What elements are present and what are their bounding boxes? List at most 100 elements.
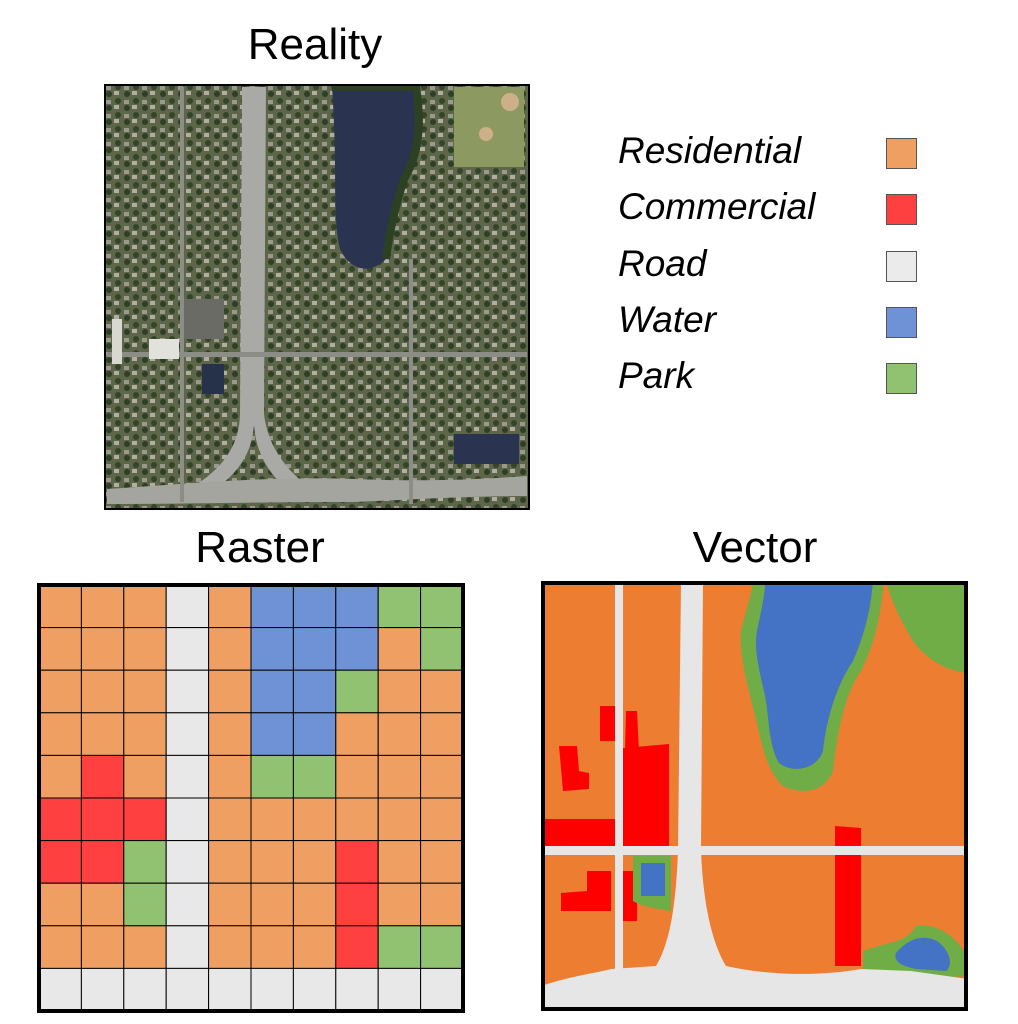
raster-cell <box>208 925 252 969</box>
raster-cell <box>38 797 82 842</box>
raster-cell <box>80 712 125 756</box>
raster-cell <box>292 967 337 1012</box>
road-area <box>541 846 968 855</box>
legend-swatch-residential <box>886 138 917 169</box>
raster-cell <box>377 840 422 884</box>
legend-swatch-park <box>886 363 917 394</box>
water-area <box>641 863 665 896</box>
raster-cell <box>123 584 167 629</box>
raster-border <box>37 583 465 1013</box>
raster-cell <box>165 669 210 714</box>
raster-cell <box>208 627 252 671</box>
raster-cell <box>420 754 464 799</box>
raster-cell <box>165 882 210 927</box>
commercial-area <box>541 819 615 849</box>
raster-cell <box>250 797 294 842</box>
water-area <box>895 937 950 971</box>
raster-cell <box>250 669 294 714</box>
raster-cell <box>250 882 294 927</box>
raster-cell <box>38 712 82 756</box>
raster-cell <box>420 712 464 756</box>
raster-cell <box>377 754 422 799</box>
raster-cell <box>335 925 379 969</box>
raster-cell <box>377 882 422 927</box>
raster-cell <box>208 584 252 629</box>
raster-cell <box>80 840 125 884</box>
raster-cell <box>38 627 82 671</box>
raster-cell <box>38 967 82 1012</box>
water-area <box>755 581 873 769</box>
raster-cell <box>208 797 252 842</box>
raster-cell <box>377 925 422 969</box>
legend-label-park: Park <box>618 355 695 396</box>
raster-cell <box>208 882 252 927</box>
raster-cell <box>292 925 337 969</box>
raster-cell <box>165 754 210 799</box>
raster-cell <box>292 584 337 629</box>
raster-cell <box>123 754 167 799</box>
raster-cell <box>208 967 252 1012</box>
raster-cell <box>38 840 82 884</box>
raster-cell <box>38 584 82 629</box>
raster-cell <box>250 840 294 884</box>
raster-cell <box>123 712 167 756</box>
raster-cell <box>165 925 210 969</box>
raster-cell <box>292 840 337 884</box>
raster-cell <box>80 584 125 629</box>
raster-cell <box>292 712 337 756</box>
raster-cell <box>420 967 464 1012</box>
aerial-image <box>104 84 530 510</box>
raster-cell <box>420 669 464 714</box>
raster-cell <box>335 840 379 884</box>
road-area <box>615 581 623 981</box>
raster-cell <box>420 925 464 969</box>
raster-cell <box>377 967 422 1012</box>
commercial-area <box>835 826 861 966</box>
raster-cell <box>250 925 294 969</box>
raster-cell <box>420 797 464 842</box>
raster-cell <box>420 584 464 629</box>
commercial-area <box>561 871 611 911</box>
commercial-area <box>600 706 615 741</box>
raster-cell <box>123 669 167 714</box>
legend-label-residential: Residential <box>618 130 802 171</box>
raster-cell <box>80 925 125 969</box>
raster-cell <box>123 925 167 969</box>
raster-cell <box>38 882 82 927</box>
raster-cell <box>335 712 379 756</box>
raster-cell <box>335 627 379 671</box>
raster-cell <box>420 627 464 671</box>
vector-title: Vector <box>692 523 818 572</box>
raster-cell <box>335 584 379 629</box>
commercial-area <box>625 711 639 751</box>
park-area <box>886 581 968 673</box>
raster-cell <box>80 754 125 799</box>
raster-cell <box>208 840 252 884</box>
raster-cell <box>292 669 337 714</box>
raster-title: Raster <box>195 523 325 572</box>
raster-cell <box>165 584 210 629</box>
raster-cell <box>123 882 167 927</box>
raster-cell <box>250 584 294 629</box>
commercial-area <box>623 744 669 851</box>
raster-cell <box>250 712 294 756</box>
raster-cell <box>208 712 252 756</box>
raster-cell <box>292 797 337 842</box>
raster-cell <box>165 967 210 1012</box>
raster-cell <box>420 840 464 884</box>
raster-cell <box>335 797 379 842</box>
raster-cell <box>250 754 294 799</box>
legend-swatch-commercial <box>886 194 917 225</box>
legend-label-road: Road <box>618 243 707 284</box>
raster-cell <box>208 754 252 799</box>
raster-cell <box>377 712 422 756</box>
raster-cell <box>335 754 379 799</box>
legend-label-water: Water <box>618 299 717 340</box>
raster-cell <box>165 797 210 842</box>
commercial-area <box>559 746 589 791</box>
raster-cell <box>123 840 167 884</box>
raster-cell <box>165 627 210 671</box>
raster-cell <box>80 882 125 927</box>
raster-cell <box>80 797 125 842</box>
raster-cell <box>335 882 379 927</box>
